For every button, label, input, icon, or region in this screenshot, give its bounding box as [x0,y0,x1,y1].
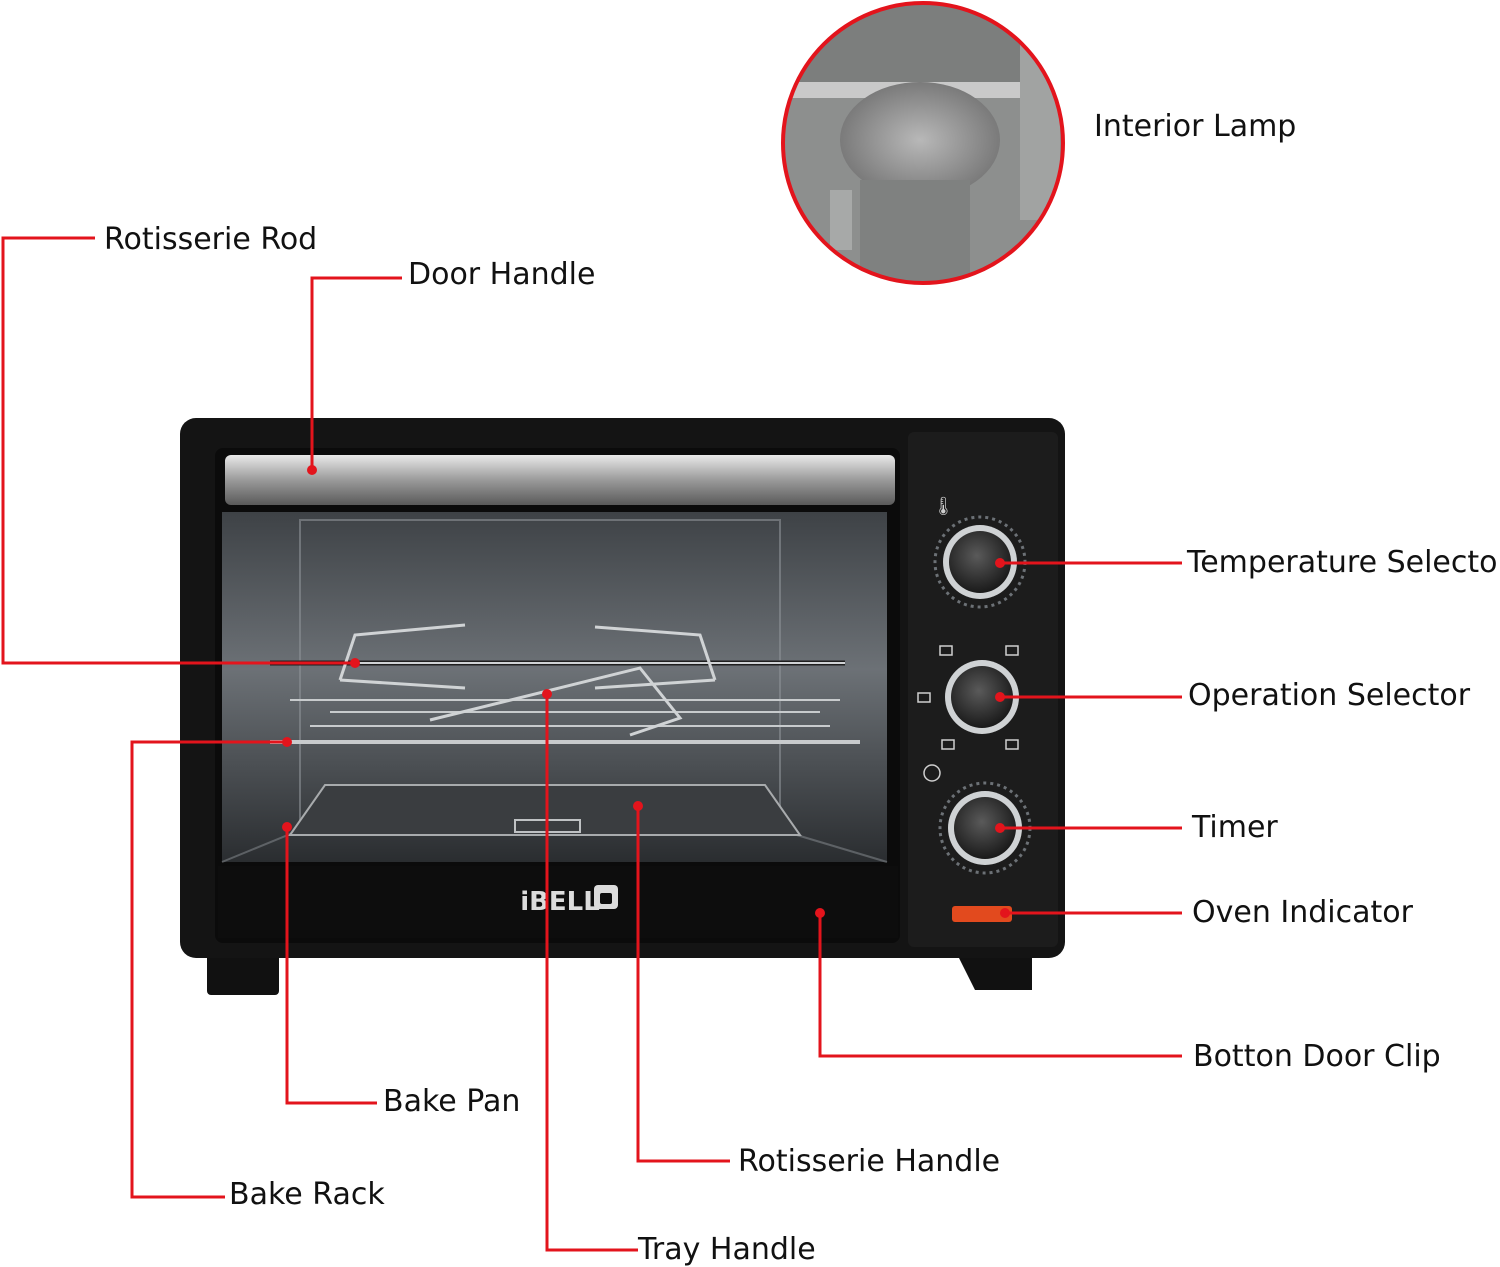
label-oven-indicator: Oven Indicator [1192,895,1413,930]
rotisserie [270,623,845,737]
brand-logo: iBELL [520,887,600,917]
label-timer: Timer [1192,810,1278,845]
label-bake-pan: Bake Pan [383,1084,521,1119]
label-interior-lamp: Interior Lamp [1094,109,1297,144]
temperature-knob[interactable] [933,515,1027,609]
label-rotisserie-handle: Rotisserie Handle [738,1144,1001,1179]
label-tray-handle: Tray Handle [638,1232,816,1267]
label-operation-selector: Operation Selector [1188,678,1471,713]
leader-lines [1,236,1182,1252]
interior-lamp-inset [781,1,1065,285]
door-handle [225,455,895,505]
label-temperature-selector: Temperature Selector [1187,545,1500,580]
svg-text:🌡: 🌡 [932,496,955,517]
operation-knob[interactable] [917,645,1019,750]
leader-dots [282,465,1010,918]
bake-pan [288,784,802,836]
label-botton-door-clip: Botton Door Clip [1193,1039,1441,1074]
bake-rack [270,699,860,744]
oven: iBELL 🌡 [180,418,1065,995]
label-bake-rack: Bake Rack [229,1177,385,1212]
label-door-handle: Door Handle [408,257,596,292]
label-rotisserie-rod: Rotisserie Rod [104,222,318,257]
oven-indicator-light [952,906,1012,922]
